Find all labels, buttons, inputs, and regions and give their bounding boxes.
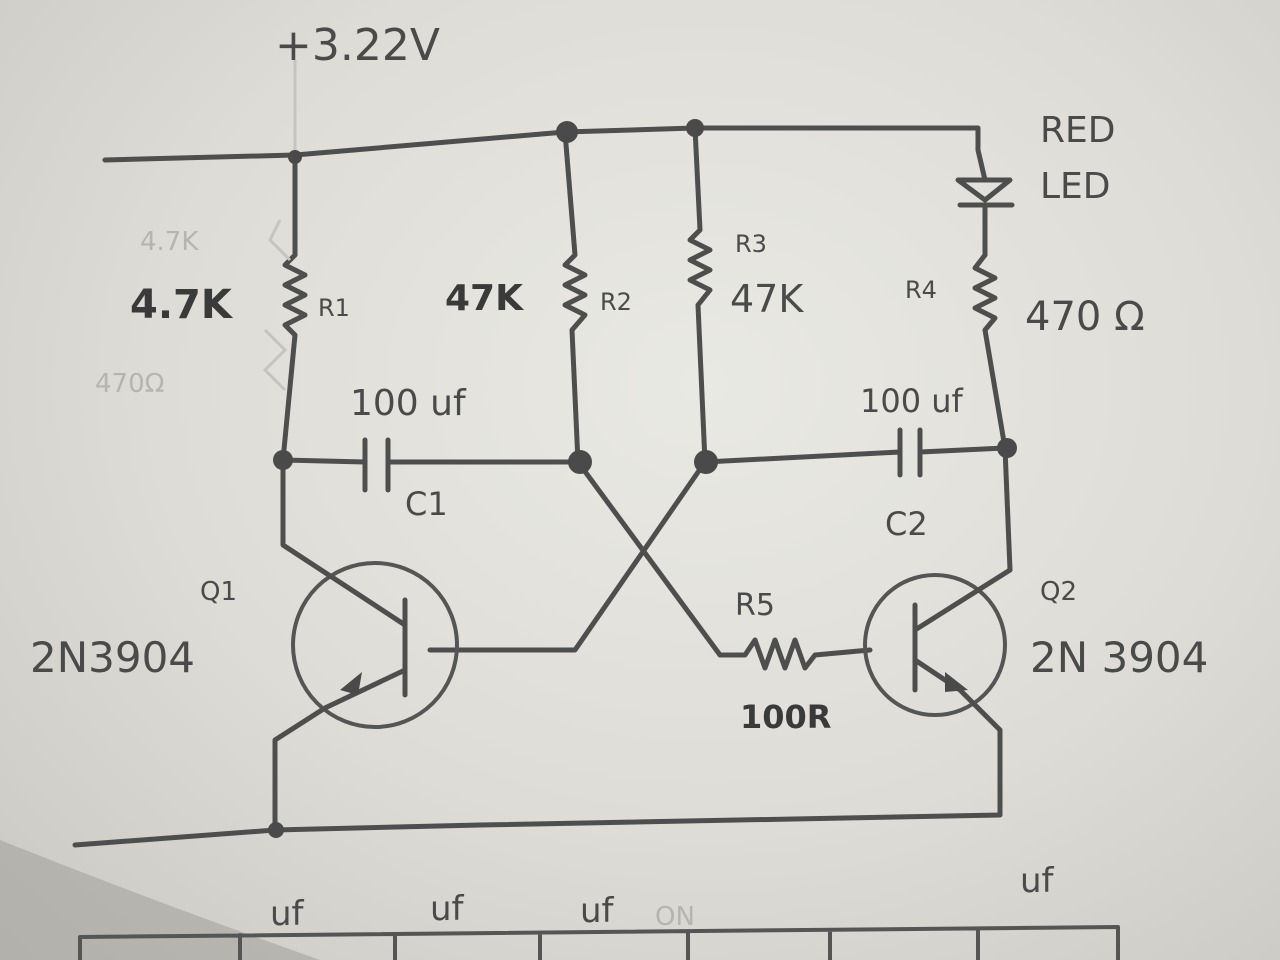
q2-emitter-arrow <box>945 672 968 692</box>
junction-dot <box>997 438 1017 458</box>
r5-name-label: R5 <box>735 588 775 623</box>
supply-voltage-label: +3.22V <box>275 20 440 71</box>
r4-value-label: 470 Ω <box>1025 294 1145 340</box>
r2-value-label: 47K <box>445 278 524 319</box>
r4-name-label: R4 <box>905 276 937 304</box>
ghost-label: 4.7K <box>140 227 199 257</box>
junction-dot <box>288 150 302 164</box>
junction-dot <box>694 450 718 474</box>
c1-name-label: C1 <box>405 485 448 523</box>
table-header: uf <box>270 894 305 934</box>
led-diode <box>955 147 1015 258</box>
q2-name-label: Q2 <box>1040 577 1077 607</box>
c2-value-label: 100 uf <box>860 382 964 420</box>
r4-resistor <box>972 252 1013 573</box>
ground-rail <box>72 727 1003 848</box>
bottom-table <box>78 925 1120 960</box>
r3-name-label: R3 <box>735 230 767 258</box>
table-header: uf <box>580 891 615 931</box>
r5-value-label: 100R <box>740 698 831 736</box>
junction-dot <box>556 121 578 143</box>
q1-name-label: Q1 <box>200 577 237 607</box>
c1-capacitor <box>280 437 581 493</box>
r1-value-label: 4.7K <box>130 282 234 328</box>
ghost-label: 470Ω <box>95 369 165 399</box>
r5-resistor <box>717 637 873 671</box>
supply-rail <box>102 125 981 163</box>
junction-dot <box>268 822 284 838</box>
q1-transistor <box>291 561 459 729</box>
r2-name-label: R2 <box>600 288 632 316</box>
c2-name-label: C2 <box>885 505 928 543</box>
junction-dot <box>568 450 592 474</box>
c1-value-label: 100 uf <box>350 383 467 424</box>
r2-resistor <box>562 129 588 465</box>
table-header: uf <box>1020 861 1055 901</box>
led-label-red: RED <box>1040 110 1115 151</box>
page-shadow <box>0 840 320 960</box>
table-header: uf <box>430 889 465 929</box>
ghost-sketch <box>262 219 292 392</box>
q2-part-label: 2N 3904 <box>1030 633 1208 682</box>
table-note: ON <box>655 902 695 932</box>
q1-leads <box>272 457 408 833</box>
r1-resistor <box>280 152 308 463</box>
q2-leads <box>912 567 1013 733</box>
q1-part-label: 2N3904 <box>30 633 195 682</box>
q2-transistor <box>863 573 1007 717</box>
junction-dot <box>686 119 704 137</box>
q1-emitter-arrow <box>340 672 362 695</box>
cross-wire-b <box>427 459 708 653</box>
junction-dot <box>273 450 293 470</box>
r1-name-label: R1 <box>318 294 350 322</box>
r3-value-label: 47K <box>730 277 804 321</box>
cross-wire-a <box>575 459 723 658</box>
led-label-led: LED <box>1040 166 1111 207</box>
c2-capacitor <box>702 427 1008 478</box>
r3-resistor <box>687 125 713 465</box>
